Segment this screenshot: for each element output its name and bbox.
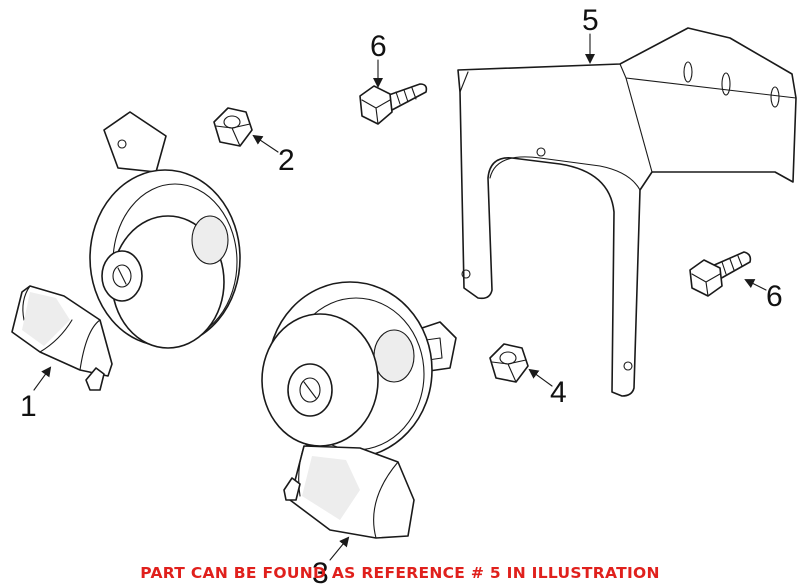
- horn-center: [261, 281, 457, 539]
- arrow-1: [33, 366, 52, 391]
- reference-caption: PART CAN BE FOUND AS REFERENCE # 5 IN IL…: [140, 564, 660, 582]
- bolt-top: [359, 83, 428, 125]
- arrow-4: [528, 368, 553, 387]
- callout-3: 3: [312, 557, 329, 586]
- horn-left: [11, 111, 241, 391]
- callout-5: 5: [582, 4, 599, 37]
- callout-6-right: 6: [766, 280, 783, 313]
- callout-1: 1: [20, 390, 37, 423]
- arrow-6-right: [744, 279, 767, 291]
- callout-4: 4: [550, 376, 567, 409]
- callout-arrows: [33, 33, 767, 561]
- bolt-right: [689, 251, 752, 297]
- arrow-2: [252, 134, 279, 153]
- arrow-3: [329, 536, 350, 561]
- nut-4: [489, 343, 529, 383]
- callout-6-top: 6: [370, 30, 387, 63]
- callout-2: 2: [278, 144, 295, 177]
- mounting-bracket: [457, 27, 797, 397]
- nut-2: [213, 107, 253, 147]
